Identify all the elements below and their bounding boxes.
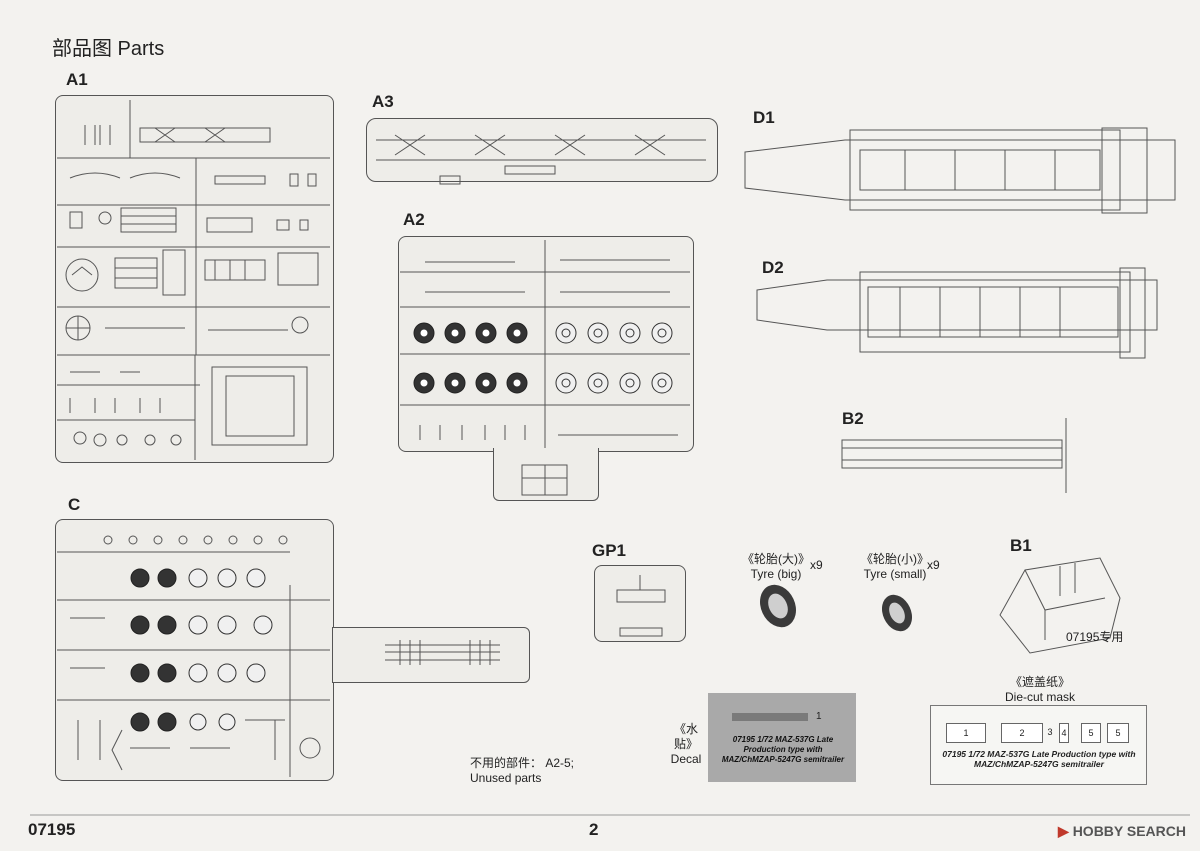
mask-box-3: 3 <box>1047 727 1053 737</box>
mask-sheet-text: 07195 1/72 MAZ-537G Late Production type… <box>942 749 1136 769</box>
sprue-label-gp1: GP1 <box>592 541 627 560</box>
decal-marking <box>732 713 808 721</box>
mask-box-5a: 5 <box>1081 723 1101 743</box>
unused-parts-note: 不用的部件： A2-5; Unused parts <box>470 756 574 786</box>
unused-parts-en: Unused parts <box>470 771 542 785</box>
mask-box-4: 4 <box>1059 723 1069 743</box>
tyre-small-en: Tyre (small) <box>863 567 927 581</box>
sprue-label-b2: B2 <box>842 409 864 428</box>
tyre-big-cn: 《轮胎(大)》 <box>742 552 810 566</box>
unused-parts-cn: 不用的部件： A2-5; <box>470 756 575 770</box>
page-number: 2 <box>589 820 599 839</box>
sprue-label-a1: A1 <box>66 70 88 89</box>
sprue-label-a2: A2 <box>403 210 425 229</box>
decal-caption: 《水贴》 Decal <box>666 722 706 767</box>
decal-cn: 《水贴》 <box>673 722 698 751</box>
logo-icon: ▶ <box>1058 823 1069 839</box>
mask-box-1: 1 <box>946 723 986 743</box>
tyre-big-en: Tyre (big) <box>750 567 802 581</box>
sprue-a3-frame <box>366 118 718 182</box>
sprue-a2-tab <box>493 448 599 501</box>
b1-note: 07195专用 <box>1066 630 1124 644</box>
tyre-small-drawing <box>881 594 913 632</box>
sprue-label-d1: D1 <box>753 108 775 127</box>
mask-en: Die-cut mask <box>1004 690 1075 704</box>
tyre-small-qty: x9 <box>927 558 940 572</box>
kit-number: 07195 <box>28 820 76 839</box>
mask-box-2: 2 <box>1001 723 1043 743</box>
mask-caption: 《遮盖纸》 Die-cut mask <box>990 675 1090 705</box>
tyre-small-cn: 《轮胎(小)》 <box>861 552 929 566</box>
tyre-big-caption: 《轮胎(大)》 Tyre (big) <box>736 552 816 582</box>
decal-en: Decal <box>670 752 702 766</box>
logo-text: HOBBY SEARCH <box>1072 823 1186 839</box>
decal-sheet-number: 1 <box>816 711 822 722</box>
decal-sheet: 1 07195 1/72 MAZ-537G Late Production ty… <box>708 693 856 782</box>
sprue-c-runner <box>332 627 530 683</box>
mask-cn: 《遮盖纸》 <box>1009 675 1070 689</box>
mask-box-5b: 5 <box>1107 723 1129 743</box>
tyre-big-drawing <box>760 584 796 628</box>
watermark-logo: ▶ HOBBY SEARCH <box>1058 823 1186 840</box>
decal-sheet-text: 07195 1/72 MAZ-537G Late Production type… <box>721 735 845 764</box>
sprue-label-b1: B1 <box>1010 536 1032 555</box>
tyre-big-qty: x9 <box>810 558 823 572</box>
mask-sheet: 1 2 3 4 5 5 07195 1/72 MAZ-537G Late Pro… <box>930 705 1147 785</box>
tyre-small-caption: 《轮胎(小)》 Tyre (small) <box>855 552 935 582</box>
sprue-label-a3: A3 <box>372 92 394 111</box>
sprue-label-c: C <box>68 495 81 514</box>
page-title: 部品图 Parts <box>52 38 165 60</box>
sprue-label-d2: D2 <box>762 258 784 277</box>
